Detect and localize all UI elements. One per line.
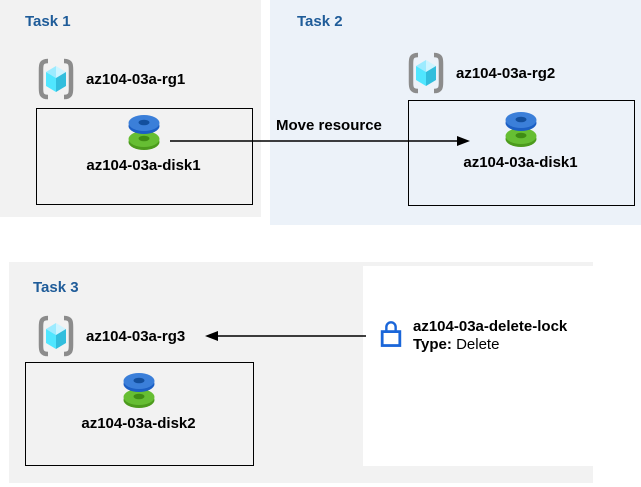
disk-icon xyxy=(123,373,154,408)
disk-icon xyxy=(505,112,536,147)
disk-icon xyxy=(128,115,159,150)
lock-type-label: Type: xyxy=(413,336,452,353)
task1-rg-label: az104-03a-rg1 xyxy=(86,70,186,88)
lock-name-label: az104-03a-delete-lock xyxy=(413,318,568,335)
move-resource-label: Move resource xyxy=(276,117,382,134)
task2-panel xyxy=(270,0,641,225)
task3-rg-label: az104-03a-rg3 xyxy=(86,327,186,345)
resource-group-icon xyxy=(38,58,74,100)
task2-disk-label: az104-03a-disk1 xyxy=(463,154,578,171)
task3-disk-label: az104-03a-disk2 xyxy=(81,415,196,432)
lock-type-value: Delete xyxy=(456,336,500,353)
task2-resource-group: az104-03a-rg2 xyxy=(405,51,555,95)
task1-resource-group: az104-03a-rg1 xyxy=(35,57,185,101)
task3-resource-group: az104-03a-rg3 xyxy=(35,314,185,358)
task2-disk: az104-03a-disk1 xyxy=(408,108,633,171)
resource-group-icon xyxy=(408,52,444,94)
task3-disk-box xyxy=(25,362,254,466)
delete-lock: az104-03a-delete-lock Type: Delete xyxy=(377,315,567,354)
lock-icon xyxy=(380,321,402,347)
task3-title: Task 3 xyxy=(33,279,79,296)
task1-disk-box xyxy=(36,108,253,205)
task2-title: Task 2 xyxy=(297,13,343,30)
task1-disk-label: az104-03a-disk1 xyxy=(86,157,201,174)
task2-disk-box xyxy=(408,100,635,206)
task2-rg-label: az104-03a-rg2 xyxy=(456,64,556,82)
task1-title: Task 1 xyxy=(25,13,71,30)
task1-disk: az104-03a-disk1 xyxy=(36,111,251,174)
delete-lock-arrow xyxy=(205,331,366,341)
lock-icon-background xyxy=(377,315,405,351)
task3-disk: az104-03a-disk2 xyxy=(25,369,252,432)
lock-type-line: Type: Delete xyxy=(413,336,567,354)
resource-group-icon xyxy=(38,315,74,357)
lock-text-block: az104-03a-delete-lock Type: Delete xyxy=(413,318,567,354)
move-resource-arrow xyxy=(170,136,470,146)
lock-callout-background xyxy=(363,266,593,466)
